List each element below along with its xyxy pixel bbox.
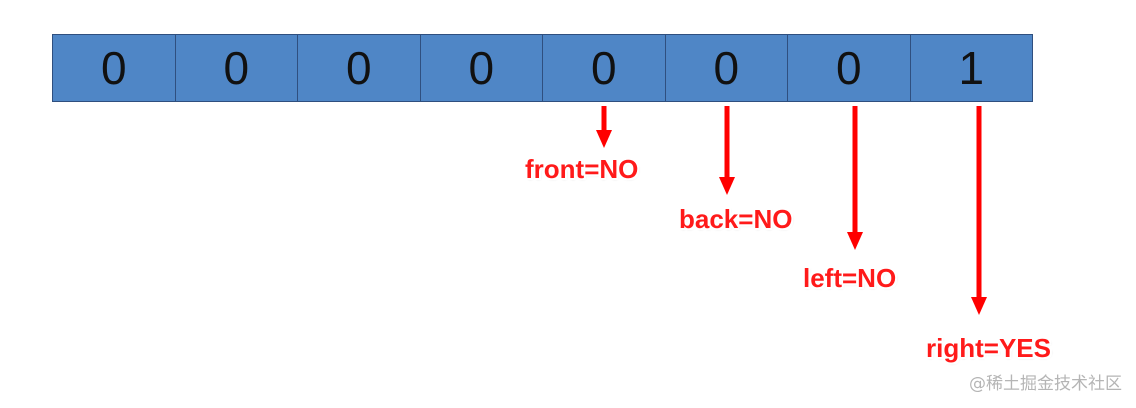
arrow-front (596, 106, 612, 148)
bit-cell-0: 0 (53, 35, 176, 101)
arrow-left (847, 106, 863, 250)
bit-cell-7: 1 (958, 42, 985, 94)
label-left: left=NO (803, 263, 897, 293)
bit-cell-5: 0 (666, 35, 788, 101)
label-back: back=NO (679, 204, 793, 234)
label-front: front=NO (525, 154, 639, 184)
bit-cell-2: 0 (298, 35, 421, 101)
arrow-back (719, 106, 735, 195)
label-right: right=YES (926, 333, 1051, 363)
watermark-text: @稀土掘金技术社区 (969, 374, 1122, 394)
bit-cell-3: 0 (421, 35, 543, 101)
bit-cell-1: 0 (176, 35, 298, 101)
bit-cell-6: 0 (788, 35, 911, 101)
arrow-right (971, 106, 987, 315)
bit-array: 0 0 0 0 0 0 0 1 (52, 34, 1033, 102)
bit-cell-4: 0 (543, 35, 666, 101)
